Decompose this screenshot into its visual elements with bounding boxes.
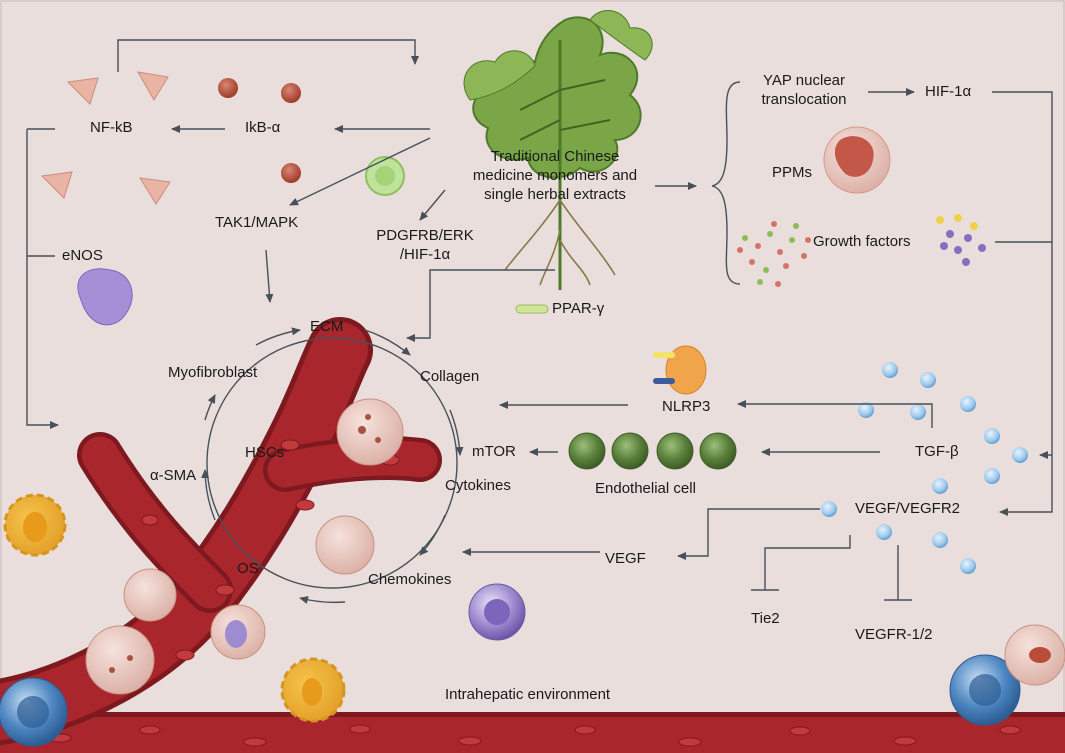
tcm-line-1: Traditional Chinese <box>490 148 620 165</box>
ppm-cell <box>823 126 891 194</box>
vegf-vegfr2-label: VEGF/VEGFR2 <box>855 500 961 517</box>
immune-cells <box>0 268 1065 747</box>
herbal-plant <box>463 10 653 290</box>
pdgfrb-label: PDGFRB/ERK /HIF-1α <box>360 227 490 265</box>
pdgfrb-line-1: PDGFRB/ERK <box>376 227 474 244</box>
tak1-mapk-label: TAK1/MAPK <box>215 214 299 231</box>
yap-line-1: YAP nuclear <box>763 72 845 89</box>
myofibroblast-label: Myofibroblast <box>168 364 258 381</box>
cytokines-label: Cytokines <box>445 477 511 494</box>
enos-label: eNOS <box>62 247 103 264</box>
nlrp3-label: NLRP3 <box>662 398 711 415</box>
endothelial-cells <box>568 432 737 470</box>
tie2-label: Tie2 <box>751 610 780 627</box>
endothelial-cell-label: Endothelial cell <box>595 480 696 497</box>
os-label: OS <box>237 560 259 577</box>
asma-label: α-SMA <box>150 467 197 484</box>
tcm-line-2: medicine monomers and <box>472 166 638 184</box>
vegf-label: VEGF <box>605 550 646 567</box>
yap-label: YAP nuclear translocation <box>740 72 868 110</box>
ppms-label: PPMs <box>772 164 813 181</box>
ikb-beads <box>218 78 405 196</box>
intrahepatic-environment-label: Intrahepatic environment <box>445 686 611 703</box>
growth-factor-dots <box>737 214 986 287</box>
ppar-label: PPAR-γ <box>552 300 605 317</box>
nfkb-label: NF-kB <box>90 119 133 136</box>
tgfb-label: TGF-β <box>915 443 959 460</box>
ppar-pill <box>515 304 549 314</box>
hscs-label: HSCs <box>245 444 285 461</box>
collagen-label: Collagen <box>420 368 480 385</box>
vegfr12-label: VEGFR-1/2 <box>855 626 933 643</box>
blue-particles <box>821 362 1028 574</box>
yap-line-2: translocation <box>761 90 847 108</box>
hsc-cycle <box>201 327 464 604</box>
pdgfrb-line-2: /HIF-1α <box>399 245 451 263</box>
chemokines-label: Chemokines <box>368 571 452 588</box>
nlrp3-complex <box>653 345 707 395</box>
growth-factors-label: Growth factors <box>813 233 911 250</box>
ecm-label: ECM <box>310 318 344 335</box>
mtor-label: mTOR <box>472 443 516 460</box>
ikb-label: IkB-α <box>245 119 281 136</box>
hif-label: HIF-1α <box>925 83 972 100</box>
bottom-vessel-strip <box>0 712 1065 753</box>
nfkb-triangles <box>40 71 171 205</box>
tcm-label: Traditional Chinese medicine monomers an… <box>455 148 655 204</box>
pathway-arrows <box>26 39 1053 601</box>
tcm-line-3: single herbal extracts <box>484 185 626 203</box>
